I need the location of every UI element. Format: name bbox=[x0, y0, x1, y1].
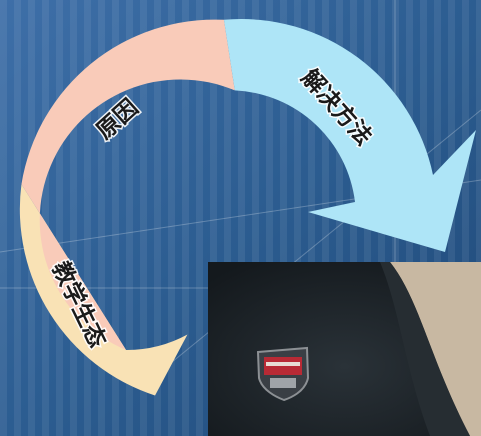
curved-arrow-diagram bbox=[19, 19, 476, 396]
segment-原因 bbox=[21, 19, 235, 350]
photo-inset bbox=[208, 262, 481, 436]
shield-badge-icon bbox=[256, 346, 310, 402]
segment-教学生态 bbox=[19, 184, 188, 396]
segment-解决方法 bbox=[223, 19, 476, 253]
